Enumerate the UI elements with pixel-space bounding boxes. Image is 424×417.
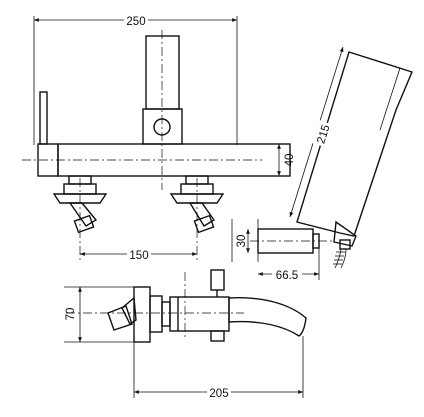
- wall-holder: 30 66.5: [231, 219, 332, 282]
- side-body: [169, 296, 230, 332]
- label-bg: [272, 267, 302, 281]
- connector-right: [169, 175, 225, 262]
- side-inlet-elbow: [121, 296, 137, 326]
- hose: [334, 248, 347, 269]
- label-bg: [207, 385, 231, 399]
- side-spout: [228, 296, 307, 337]
- side-wall-plate: [133, 286, 151, 343]
- side-lever-top: [210, 269, 225, 291]
- dimension-66-5-label: 66.5: [276, 270, 298, 282]
- dimension-250-label: 250: [126, 16, 145, 28]
- side-knob: [210, 330, 225, 342]
- lever-knob: [153, 118, 171, 136]
- dimension-30-label: 30: [236, 235, 248, 248]
- side-nut-inner: [161, 301, 171, 327]
- lever-base: [142, 108, 183, 145]
- hose-nut: [339, 239, 351, 250]
- hand-shower-head-line: [379, 67, 401, 131]
- side-view: 70 205: [64, 269, 307, 400]
- connector-left: [52, 175, 108, 262]
- diverter-stem: [39, 91, 48, 145]
- dimension-205-label: 205: [209, 388, 228, 400]
- side-nut: [149, 295, 163, 333]
- lever-body: [145, 35, 180, 110]
- label-bg: [127, 247, 151, 261]
- hand-shower: 215: [289, 46, 413, 269]
- dimension-150-label: 150: [129, 250, 148, 262]
- hand-shower-connector: [333, 220, 357, 247]
- front-view: 250 40: [22, 13, 296, 262]
- side-inlet: [107, 305, 133, 331]
- hand-shower-body: [296, 51, 413, 237]
- label-bg: [124, 13, 148, 27]
- dimension-215-label: 215: [315, 123, 332, 145]
- dimension-70-label: 70: [65, 308, 77, 321]
- dimension-40-label: 40: [284, 154, 296, 167]
